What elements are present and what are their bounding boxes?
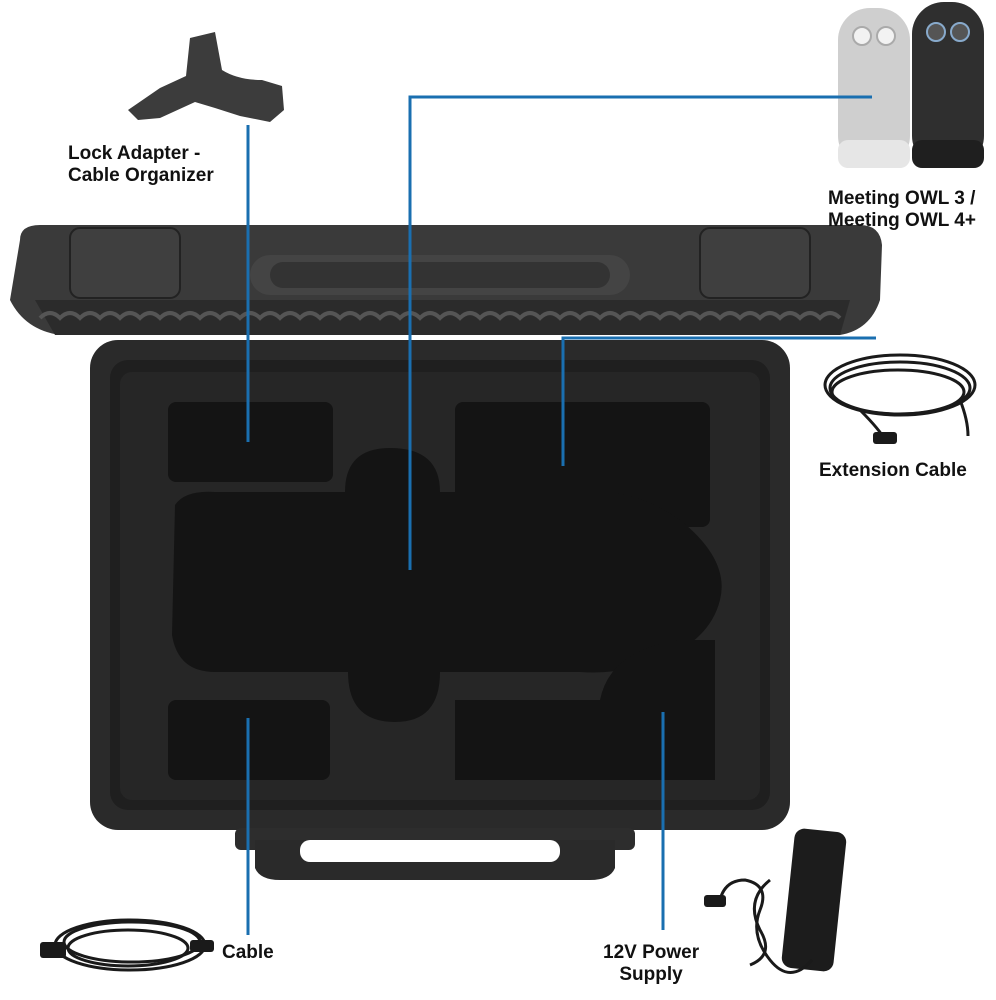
label-lock-adapter-line1: Lock Adapter -: [68, 143, 201, 164]
extension-cable-plug: [873, 432, 897, 444]
cable-plug-right: [190, 940, 214, 952]
foam-cutouts: [168, 402, 722, 780]
label-lock-adapter-line2: Cable Organizer: [68, 165, 214, 186]
label-extension-cable: Extension Cable: [819, 460, 967, 482]
callout-lines: [246, 95, 876, 935]
left-latch: [69, 227, 181, 299]
meeting-owl-image: [838, 2, 984, 168]
label-lock-adapter: Lock Adapter - Cable Organizer: [68, 143, 214, 187]
case-lid: [10, 225, 882, 335]
extension-cable-image: [823, 353, 977, 441]
label-extension-cable-text: Extension Cable: [819, 460, 967, 481]
label-meeting-owl: Meeting OWL 3 / Meeting OWL 4+: [828, 188, 976, 232]
label-power-supply: 12V Power Supply: [603, 942, 699, 986]
right-latch: [699, 227, 811, 299]
label-cable-text: Cable: [222, 942, 274, 963]
label-cable: Cable: [222, 942, 274, 964]
cable-plug-left: [40, 942, 66, 958]
case-handle: [235, 828, 635, 880]
label-meeting-owl-line2: Meeting OWL 4+: [828, 210, 976, 231]
lock-adapter-image: [128, 32, 284, 122]
power-supply-image: [704, 828, 847, 974]
callout-extension-cable: [561, 336, 876, 466]
callout-meeting-owl: [408, 95, 872, 570]
cable-image: [53, 918, 207, 972]
label-power-supply-line2: Supply: [619, 964, 683, 985]
label-power-supply-line1: 12V Power: [603, 942, 700, 963]
label-meeting-owl-line1: Meeting OWL 3 /: [828, 188, 976, 209]
